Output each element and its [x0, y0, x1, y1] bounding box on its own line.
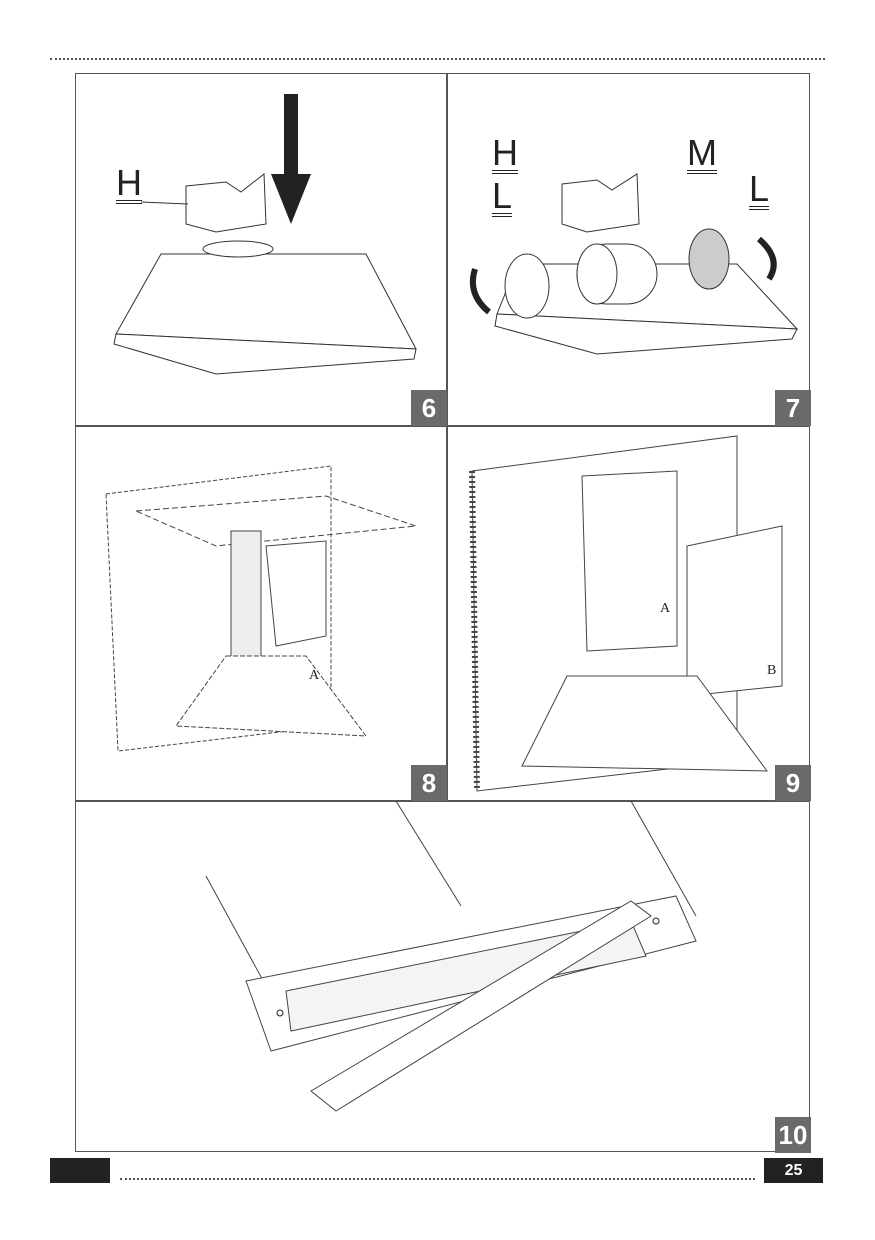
top-dotted-rule: [50, 58, 825, 60]
label-a: A: [660, 601, 671, 616]
figure-6: H 6: [76, 74, 447, 426]
figure-number-badge: 6: [411, 390, 447, 426]
figure-number-badge: 10: [775, 1117, 811, 1153]
label-b: B: [767, 663, 777, 678]
label-l-right: L: [749, 168, 770, 210]
label-h: H: [492, 132, 518, 174]
label-h: H: [116, 162, 142, 204]
divider-vertical: [446, 74, 448, 801]
figure-10: 10: [76, 801, 811, 1153]
chimney-installation-illustration: [105, 465, 417, 752]
figure-number-badge: 9: [775, 765, 811, 801]
label-a: A: [309, 668, 320, 683]
bottom-dotted-rule: [120, 1178, 755, 1180]
chimney-covers-illustration: [469, 435, 783, 792]
figure-number-badge: 8: [411, 765, 447, 801]
figure-9: A B 9: [447, 426, 811, 801]
figure-8: A 8: [76, 426, 447, 801]
page-number: 25: [764, 1158, 823, 1183]
figure-frame: H 6 H L M L 7: [75, 73, 811, 1153]
hood-with-motor-and-filters-illustration: [469, 173, 799, 355]
figure-number-badge: 7: [775, 390, 811, 426]
filter-panel-removal-illustration: [205, 801, 697, 1112]
footer-black-block: [50, 1158, 110, 1183]
label-m: M: [687, 132, 717, 174]
label-l-left: L: [492, 175, 513, 217]
hood-with-adapter-illustration: [113, 94, 417, 375]
figure-7: H L M L 7: [447, 74, 811, 426]
